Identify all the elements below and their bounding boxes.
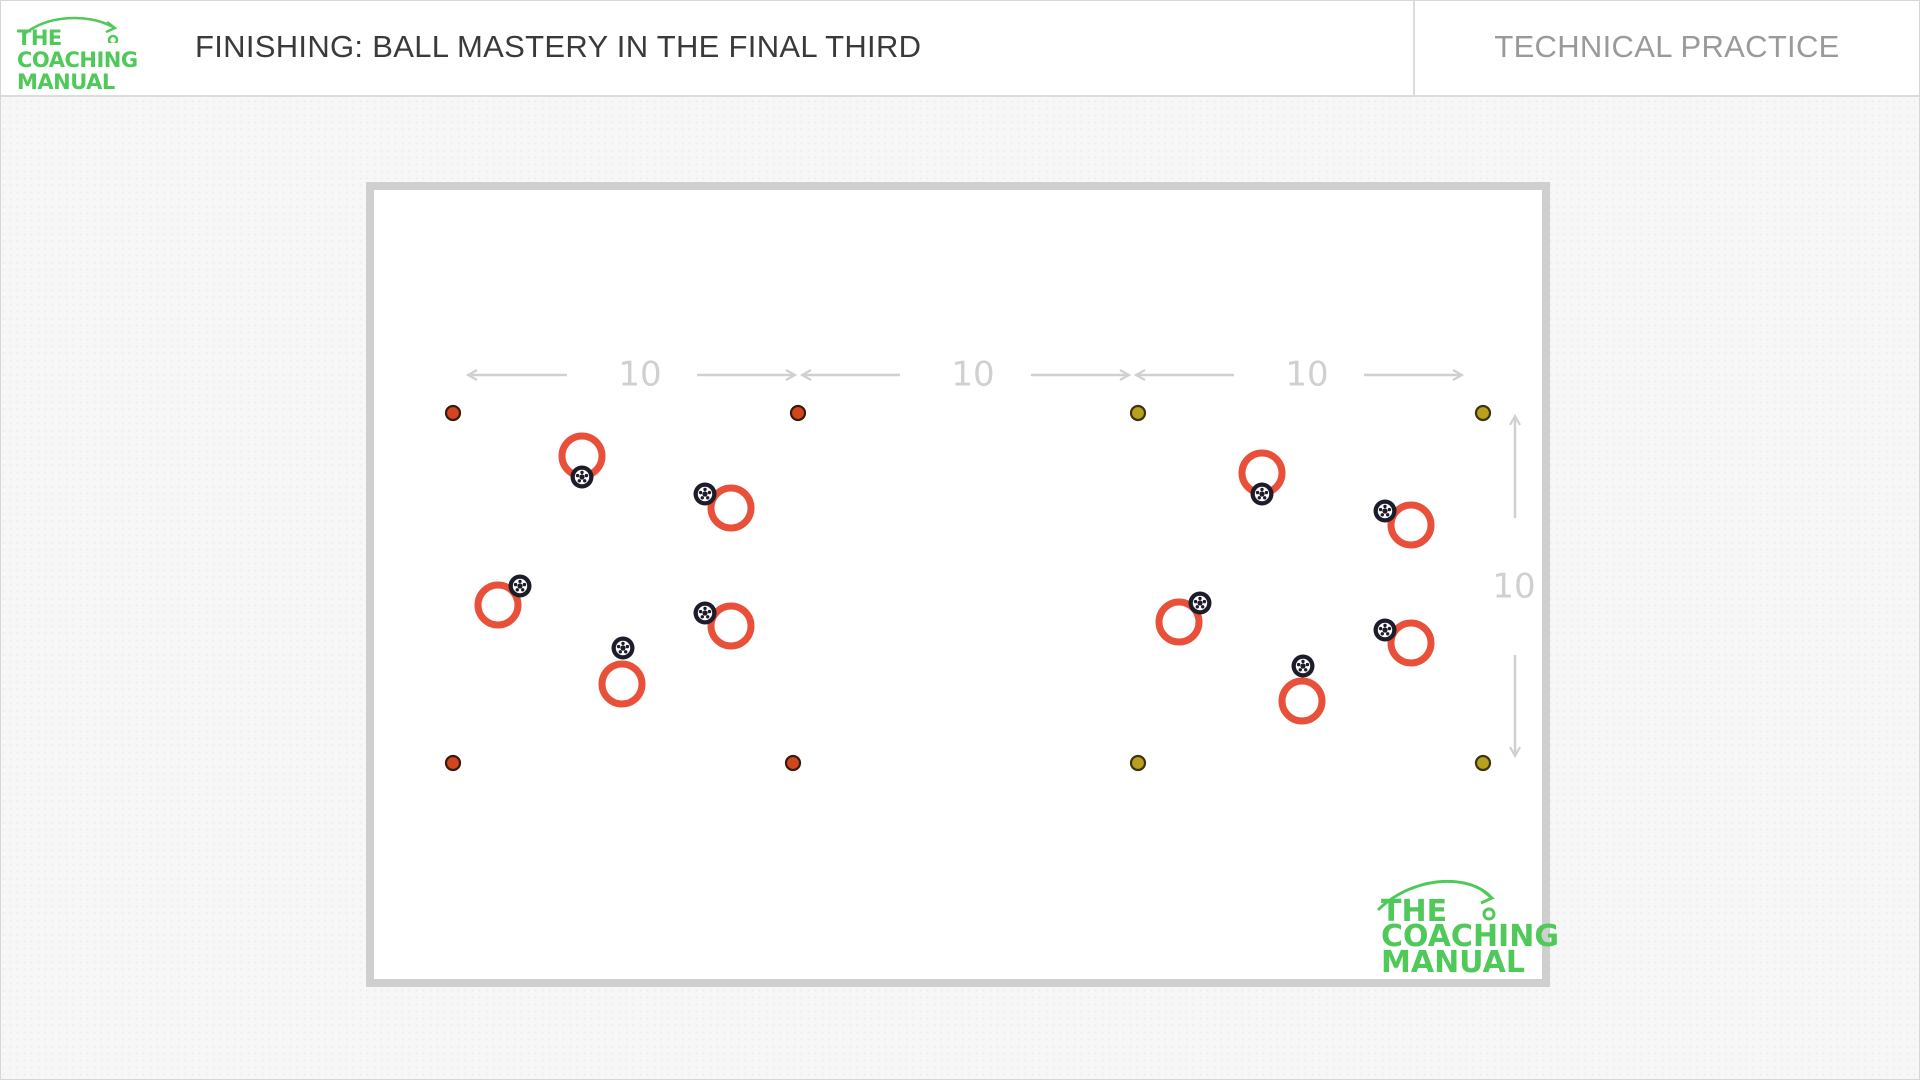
cone-right-bottom-left — [1129, 754, 1147, 772]
ball-icon — [693, 482, 717, 506]
player-with-ball — [558, 432, 606, 489]
cone-left-bottom-right — [784, 754, 802, 772]
session-title: FINISHING: BALL MASTERY IN THE FINAL THI… — [195, 29, 922, 64]
ball-icon — [570, 465, 594, 489]
cone-right-bottom-right — [1474, 754, 1492, 772]
cone-left-top-right — [789, 404, 807, 422]
cone-right-top-right — [1474, 404, 1492, 422]
player-with-ball — [1238, 449, 1286, 506]
cone-left-top-left — [444, 404, 462, 422]
player-with-ball — [598, 636, 646, 708]
player-with-ball — [693, 482, 755, 532]
logo-line-1: THE — [17, 26, 62, 50]
ball-icon — [1373, 499, 1397, 523]
header-divider — [1413, 1, 1415, 95]
dimension-arrow-height: 10 — [1492, 416, 1536, 756]
logo-line-2: COACHING — [17, 48, 138, 72]
pitch-area — [366, 182, 1550, 987]
dimension-label-gap: 10 — [951, 355, 994, 395]
header-bar: THE COACHING MANUAL FINISHING: BALL MAST… — [1, 1, 1919, 97]
ball-icon — [693, 601, 717, 625]
session-category: TECHNICAL PRACTICE — [1494, 29, 1840, 64]
dimension-label-height: 10 — [1492, 567, 1535, 607]
dimension-arrow-right-grid: 10 — [1136, 355, 1462, 395]
brand-logo[interactable]: THE COACHING MANUAL — [17, 13, 157, 93]
ball-icon — [508, 574, 532, 598]
watermark-arrow-icon — [1376, 879, 1492, 912]
player-with-ball — [1278, 654, 1326, 725]
cone-right-top-left — [1129, 404, 1147, 422]
watermark-line-2: COACHING — [1381, 919, 1559, 954]
player-with-ball — [1155, 591, 1212, 646]
player-with-ball — [693, 601, 755, 650]
player-with-ball — [474, 574, 532, 629]
logo-line-3: MANUAL — [17, 70, 115, 94]
dimension-label-right: 10 — [1285, 355, 1328, 395]
cones-right-grid — [1129, 404, 1492, 772]
ball-icon — [1291, 654, 1315, 678]
ball-icon — [1250, 482, 1274, 506]
logo-wordmark: THE COACHING MANUAL — [17, 27, 138, 93]
dimension-arrow-gap: 10 — [802, 355, 1129, 395]
watermark-logo: THE COACHING MANUAL — [1376, 879, 1559, 980]
player-with-ball — [1373, 499, 1435, 549]
logo-arrow-icon — [22, 16, 119, 43]
dimension-arrow-left-grid: 10 — [468, 355, 795, 395]
players-left-grid — [474, 432, 755, 708]
players-right-grid — [1155, 449, 1435, 725]
player-with-ball — [1373, 618, 1435, 667]
ball-icon — [1188, 591, 1212, 615]
cones-left-grid — [444, 404, 807, 772]
watermark-line-3: MANUAL — [1381, 945, 1525, 980]
ball-icon — [1373, 618, 1397, 642]
dimension-label-left: 10 — [618, 355, 661, 395]
ball-icon — [611, 636, 635, 660]
watermark-line-1: THE — [1381, 894, 1447, 929]
cone-left-bottom-left — [444, 754, 462, 772]
